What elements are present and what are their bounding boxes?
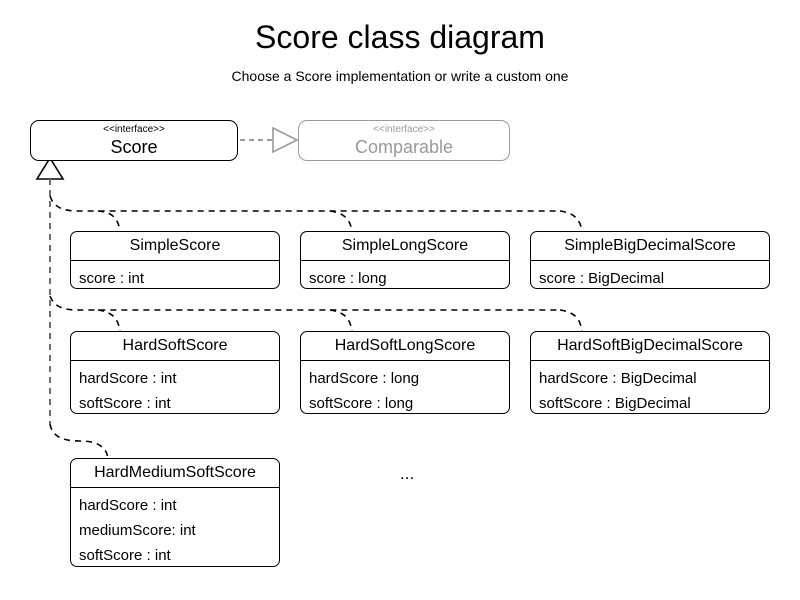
class-box-hardsoftbigdecimalscore[interactable]: HardSoftBigDecimalScore hardScore : BigD… bbox=[530, 331, 770, 414]
class-attributes: hardScore : int softScore : int bbox=[71, 361, 279, 413]
edge-drop-hardsoftbigdecimalscore bbox=[559, 309, 583, 332]
edge-rail-row2 bbox=[49, 295, 560, 311]
edge-drop-hardmediumsoftscore bbox=[49, 423, 109, 459]
class-attribute: mediumScore: int bbox=[79, 522, 196, 539]
class-attributes: score : int bbox=[71, 261, 279, 288]
class-attribute: hardScore : int bbox=[79, 370, 177, 387]
edge-drop-simplelongscore bbox=[329, 210, 353, 232]
edge-rail-row1 bbox=[49, 195, 560, 212]
class-name: HardSoftScore bbox=[122, 337, 228, 354]
generalization-arrowhead-score bbox=[35, 156, 65, 180]
class-divider bbox=[71, 260, 279, 261]
class-box-hardsoftlongscore[interactable]: HardSoftLongScore hardScore : long softS… bbox=[300, 331, 510, 414]
class-name: HardSoftBigDecimalScore bbox=[557, 337, 743, 354]
page-subtitle: Choose a Score implementation or write a… bbox=[231, 68, 569, 84]
class-attributes: score : BigDecimal bbox=[531, 261, 769, 288]
class-attribute: softScore : int bbox=[79, 547, 171, 564]
edge-drop-simplebigdecimalscore bbox=[559, 210, 583, 232]
edge-drop-hardsoftlongscore bbox=[329, 309, 353, 332]
class-attribute: hardScore : long bbox=[309, 370, 420, 387]
class-box-hardmediumsoftscore[interactable]: HardMediumSoftScore hardScore : int medi… bbox=[70, 458, 280, 567]
class-box-simplebigdecimalscore[interactable]: SimpleBigDecimalScore score : BigDecimal bbox=[530, 231, 770, 289]
class-name: SimpleScore bbox=[129, 237, 221, 254]
class-attributes: hardScore : long softScore : long bbox=[301, 361, 509, 413]
class-name: SimpleLongScore bbox=[341, 237, 469, 254]
class-attribute: hardScore : int bbox=[79, 497, 177, 514]
class-name: HardMediumSoftScore bbox=[94, 464, 256, 481]
class-attribute: score : BigDecimal bbox=[539, 270, 665, 287]
stereotype-label: <<interface>> bbox=[103, 124, 165, 135]
class-box-hardsoftscore[interactable]: HardSoftScore hardScore : int softScore … bbox=[70, 331, 280, 414]
class-divider bbox=[531, 260, 769, 261]
interface-box-score[interactable]: <<interface>> Score bbox=[30, 120, 238, 161]
class-attribute: softScore : long bbox=[309, 395, 414, 412]
class-divider bbox=[301, 260, 509, 261]
class-attributes: hardScore : BigDecimal softScore : BigDe… bbox=[531, 361, 769, 413]
class-divider bbox=[301, 360, 509, 361]
class-attribute: score : long bbox=[309, 270, 387, 287]
class-box-simplescore[interactable]: SimpleScore score : int bbox=[70, 231, 280, 289]
class-attributes: score : long bbox=[301, 261, 509, 288]
class-attribute: softScore : int bbox=[79, 395, 171, 412]
class-divider bbox=[531, 360, 769, 361]
class-name: HardSoftLongScore bbox=[334, 337, 476, 354]
class-name: SimpleBigDecimalScore bbox=[564, 237, 736, 254]
class-divider bbox=[71, 487, 279, 488]
interface-name: Score bbox=[110, 137, 158, 157]
edge-drop-hardsoftscore bbox=[97, 309, 121, 332]
class-attribute: hardScore : BigDecimal bbox=[539, 370, 697, 387]
realization-score-comparable bbox=[240, 126, 299, 154]
interface-name: Comparable bbox=[354, 137, 454, 157]
class-divider bbox=[71, 360, 279, 361]
class-attribute: score : int bbox=[79, 270, 145, 287]
class-attributes: hardScore : int mediumScore: int softSco… bbox=[71, 488, 279, 566]
class-attribute: softScore : BigDecimal bbox=[539, 395, 691, 412]
edge-drop-simplescore bbox=[97, 210, 121, 232]
page-title: Score class diagram bbox=[255, 19, 545, 55]
stereotype-label: <<interface>> bbox=[373, 124, 435, 135]
interface-box-comparable[interactable]: <<interface>> Comparable bbox=[298, 120, 510, 161]
ellipsis-more-classes: ... bbox=[400, 464, 415, 483]
class-box-simplelongscore[interactable]: SimpleLongScore score : long bbox=[300, 231, 510, 289]
